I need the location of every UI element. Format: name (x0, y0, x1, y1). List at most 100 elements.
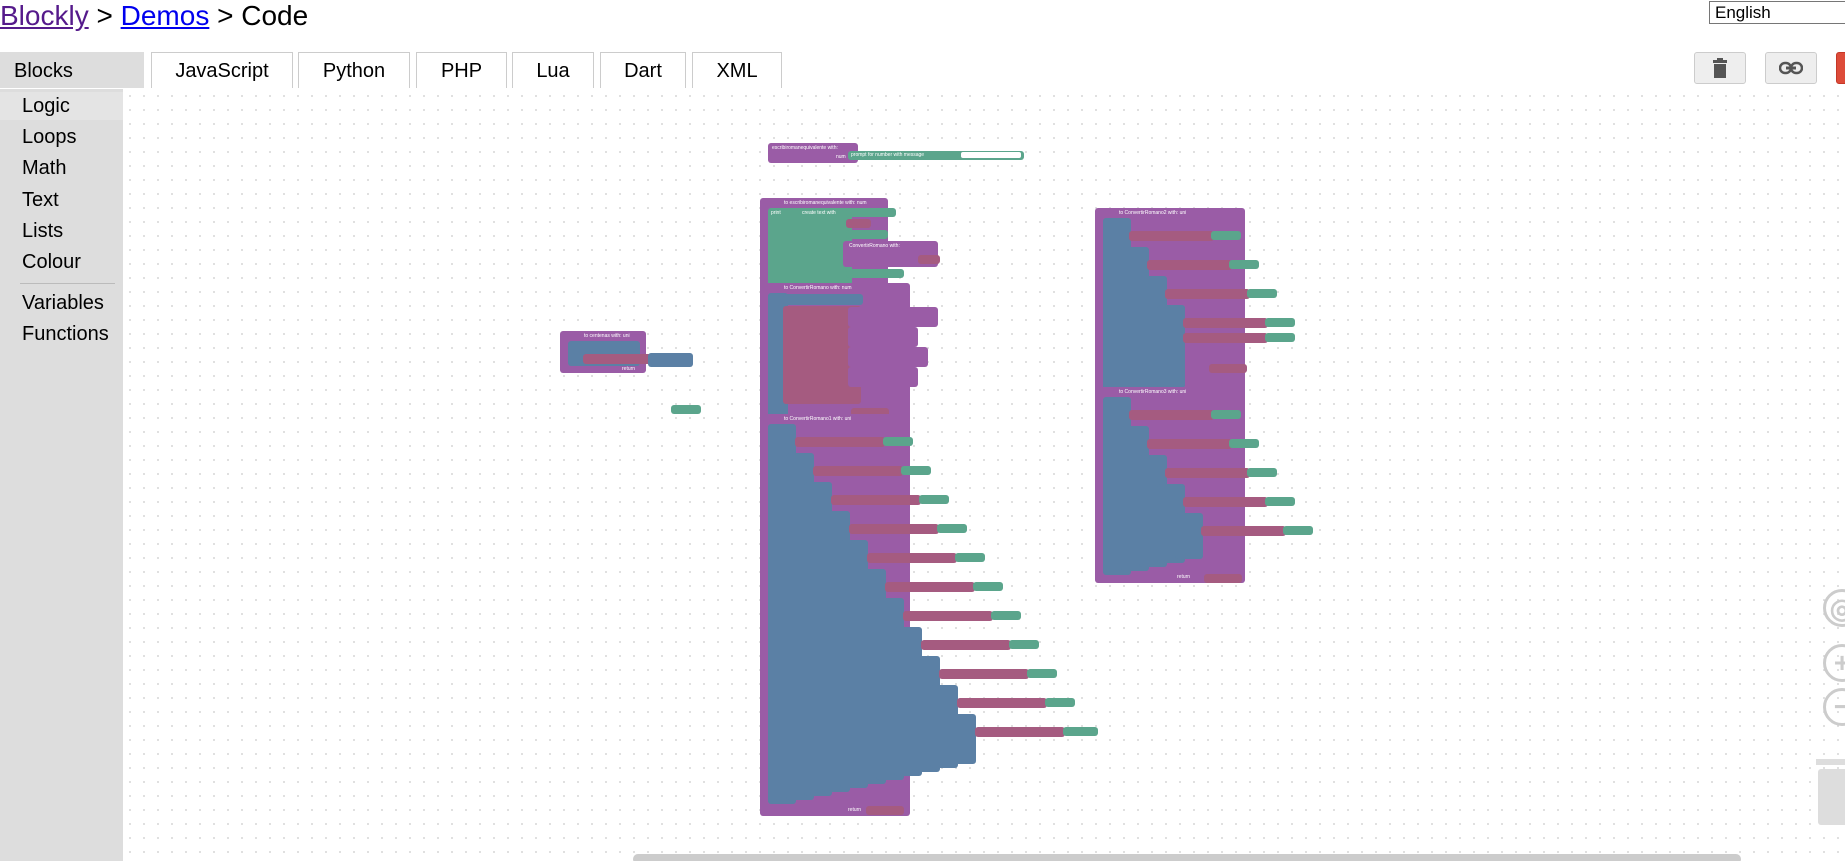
variable-get-block[interactable] (1204, 574, 1242, 583)
text-block[interactable] (1063, 727, 1098, 736)
text-block[interactable] (1265, 333, 1295, 342)
set-variable-block[interactable] (1147, 439, 1232, 449)
text-block[interactable] (1045, 698, 1075, 707)
set-variable-block[interactable] (1129, 410, 1214, 420)
breadcrumb: Blockly > Demos > Code (0, 0, 308, 32)
tab-xml[interactable]: XML (692, 52, 782, 88)
text-block[interactable] (1027, 669, 1057, 678)
set-variable-block[interactable] (583, 354, 653, 364)
procedure-call-block[interactable] (848, 307, 938, 327)
set-variable-block[interactable] (795, 437, 885, 447)
math-block[interactable] (648, 353, 693, 367)
procedure-call-block[interactable]: escribiromanequivalente with: num (768, 143, 858, 163)
toolbox-category-logic[interactable]: Logic (0, 92, 123, 120)
variable-get-block[interactable] (866, 806, 904, 815)
if-else-block[interactable] (1175, 513, 1203, 559)
text-block[interactable] (671, 405, 701, 414)
toolbox-category-colour[interactable]: Colour (22, 251, 81, 273)
set-variable-block[interactable] (885, 582, 975, 592)
variable-get-block[interactable] (918, 255, 940, 264)
set-variable-block[interactable] (975, 727, 1065, 737)
tab-php[interactable]: PHP (416, 52, 507, 88)
block-label: escribiromanequivalente with: (772, 145, 838, 151)
tab-dart[interactable]: Dart (600, 52, 686, 88)
text-block[interactable] (901, 466, 931, 475)
breadcrumb-separator: > (96, 0, 113, 31)
set-variable-block[interactable] (921, 640, 1011, 650)
zoom-reset-icon[interactable]: ◎ (1823, 589, 1845, 627)
block-label: to escribiromanequivalente with: num (784, 200, 867, 206)
block-label: return (848, 807, 862, 813)
set-variable-block[interactable] (1129, 231, 1214, 241)
breadcrumb-link-blockly[interactable]: Blockly (0, 0, 89, 31)
text-block[interactable] (1283, 526, 1313, 535)
tab-blocks[interactable]: Blocks (0, 52, 144, 88)
text-block[interactable] (955, 553, 985, 562)
set-variable-block[interactable] (831, 495, 921, 505)
text-block[interactable] (846, 230, 888, 239)
text-block[interactable] (937, 524, 967, 533)
toolbox-category-loops[interactable]: Loops (22, 126, 77, 148)
toolbox-category-math[interactable]: Math (22, 157, 67, 179)
set-variable-block[interactable] (1165, 468, 1250, 478)
compare-block[interactable] (783, 294, 863, 305)
text-block[interactable] (973, 582, 1003, 591)
block-label: to ConvertirRomano1 with: uni (784, 416, 852, 422)
toolbox-category-variables[interactable]: Variables (22, 292, 104, 314)
text-block[interactable] (1211, 410, 1241, 419)
set-variable-block[interactable] (813, 466, 903, 476)
set-variable-block[interactable] (1147, 260, 1232, 270)
horizontal-scrollbar[interactable] (633, 854, 1741, 861)
procedure-call-block[interactable] (848, 347, 928, 367)
set-variable-block[interactable] (1165, 289, 1250, 299)
set-variable-block[interactable] (939, 669, 1029, 679)
trash-button[interactable] (1694, 52, 1746, 84)
language-select[interactable]: English (1709, 1, 1845, 24)
set-variable-block[interactable] (1183, 497, 1268, 507)
set-variable-block[interactable] (903, 611, 993, 621)
text-field[interactable] (961, 152, 1021, 158)
text-block[interactable] (1265, 318, 1295, 327)
set-variable-block[interactable] (1183, 333, 1268, 343)
variable-get-block[interactable] (851, 408, 889, 417)
text-block[interactable] (1265, 497, 1295, 506)
prompt-block[interactable]: prompt for number with message (848, 151, 1024, 160)
text-block[interactable] (919, 495, 949, 504)
text-block[interactable] (883, 437, 913, 446)
if-else-block[interactable] (948, 714, 976, 764)
text-block[interactable] (1009, 640, 1039, 649)
block-label: to ConvertirRomano with: num (784, 285, 852, 291)
toolbox-category-text[interactable]: Text (22, 189, 59, 211)
if-else-block[interactable] (1157, 305, 1185, 388)
variable-get-block[interactable] (1209, 364, 1247, 373)
set-variable-block[interactable] (1183, 318, 1268, 328)
toolbox-category-functions[interactable]: Functions (22, 323, 109, 345)
text-block[interactable] (991, 611, 1021, 620)
procedure-call-block[interactable] (848, 327, 918, 347)
link-button[interactable] (1765, 52, 1817, 84)
text-block[interactable] (1229, 260, 1259, 269)
text-block[interactable] (1247, 468, 1277, 477)
tab-lua[interactable]: Lua (512, 52, 594, 88)
variable-get-block[interactable] (846, 219, 871, 228)
breadcrumb-link-demos[interactable]: Demos (120, 0, 210, 31)
tab-python[interactable]: Python (298, 52, 410, 88)
procedure-call-block[interactable] (848, 367, 918, 387)
workspace-trashcan-icon[interactable] (1814, 755, 1845, 825)
zoom-out-icon[interactable]: − (1823, 688, 1845, 726)
text-block[interactable] (1211, 231, 1241, 240)
text-block[interactable] (1247, 289, 1277, 298)
text-block[interactable] (846, 269, 904, 278)
blocks-workspace[interactable]: escribiromanequivalente with: num prompt… (123, 89, 1845, 861)
text-block[interactable] (846, 208, 896, 217)
toolbox-category-lists[interactable]: Lists (22, 220, 64, 242)
set-variable-block[interactable] (867, 553, 957, 563)
run-button[interactable] (1836, 52, 1845, 84)
set-variable-block[interactable] (849, 524, 939, 534)
zoom-in-icon[interactable]: + (1823, 644, 1845, 682)
text-block[interactable] (1229, 439, 1259, 448)
set-variable-block[interactable] (1201, 526, 1286, 536)
set-variable-block[interactable] (957, 698, 1047, 708)
tab-javascript[interactable]: JavaScript (151, 52, 293, 88)
block-label: print (771, 210, 781, 216)
